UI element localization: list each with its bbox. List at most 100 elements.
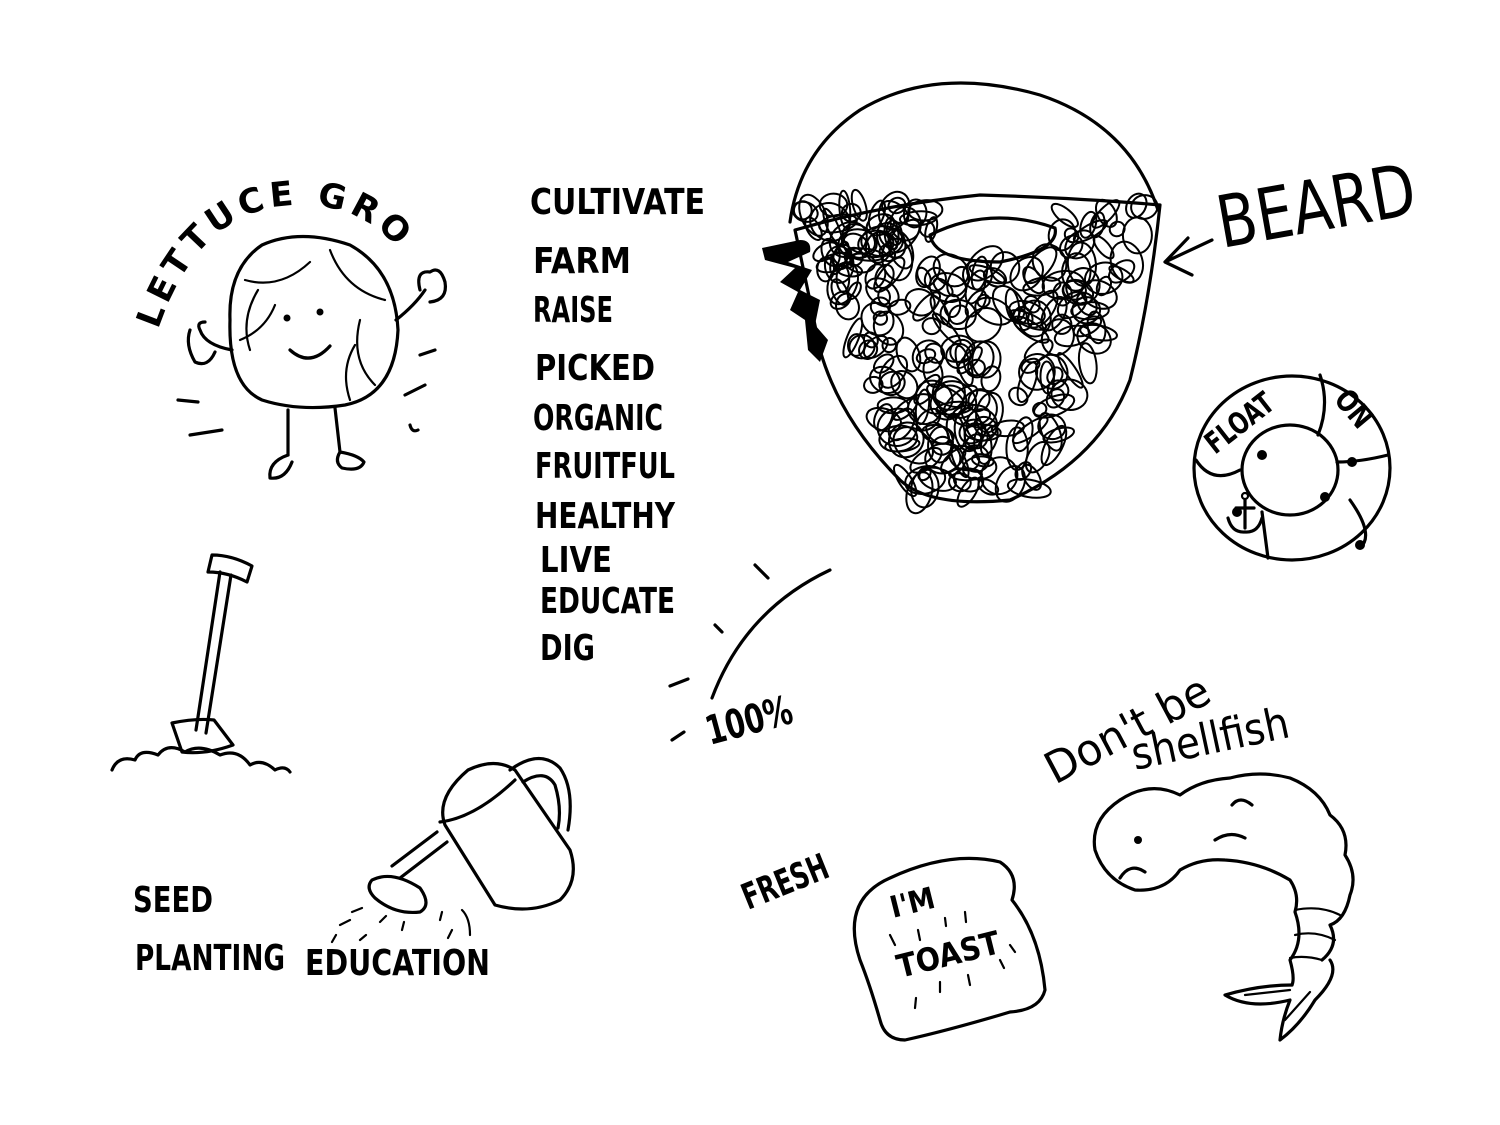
scribble-loop: [1006, 478, 1052, 499]
scribble-loop: [838, 189, 852, 230]
scribble-loop: [973, 426, 993, 465]
scribble-loop: [1121, 216, 1153, 255]
scribble-loop: [830, 278, 850, 306]
scribble-loop: [822, 207, 843, 246]
scribble-loop: [971, 340, 1002, 379]
scribble-loop: [877, 287, 891, 306]
scribble-loop: [918, 219, 936, 238]
scribble-loop: [1077, 342, 1098, 385]
word-list-item: PICKED: [535, 348, 655, 389]
scribble-loop: [961, 259, 994, 291]
scribble-loop: [887, 421, 925, 459]
scribble-loop: [887, 407, 916, 442]
scribble-loop: [958, 418, 987, 445]
scribble-loop: [1037, 413, 1067, 441]
scribble-loop: [967, 388, 991, 413]
scribble-loop: [878, 354, 909, 389]
scribble-loop: [865, 213, 896, 237]
scribble-loop: [991, 284, 1026, 323]
scribble-loop: [809, 202, 851, 242]
scribble-loop: [923, 266, 947, 292]
planting-label: PLANTING: [135, 938, 285, 979]
scribble-loop: [915, 379, 954, 415]
scribble-loop: [1014, 461, 1033, 481]
scribble-loop: [956, 346, 983, 375]
lettuce-grow-caption: LETTUCE GROW: [0, 0, 422, 333]
scribble-loop: [872, 353, 895, 374]
scribble-loop: [915, 348, 937, 365]
scribble-loop: [865, 277, 900, 308]
scribble-loop: [1045, 388, 1066, 409]
scribble-loop: [1040, 295, 1068, 332]
scribble-loop: [942, 384, 979, 419]
scribble-loop: [863, 331, 879, 349]
scribble-loop: [945, 412, 966, 451]
scribble-loop: [857, 229, 895, 259]
scribble-loop: [1040, 318, 1075, 357]
scribble-loop: [1072, 219, 1108, 243]
scribble-loop: [884, 437, 921, 453]
word-list-item: DIG: [540, 628, 595, 669]
garden-text: SEED PLANTING EDUCATION: [133, 880, 490, 984]
scribble-loop: [961, 444, 991, 473]
word-list-item: FARM: [533, 241, 631, 282]
scribble-loop: [921, 317, 942, 336]
scribble-loop: [876, 396, 910, 415]
seed-label: SEED: [133, 880, 213, 921]
scribble-loop: [1008, 386, 1029, 407]
scribble-loop: [893, 463, 918, 498]
scribble-loop: [974, 296, 1013, 326]
scribble-loop: [1050, 202, 1079, 229]
scribble-loop: [842, 317, 864, 359]
fresh-label: FRESH: [736, 847, 835, 919]
scribble-loop: [1008, 299, 1046, 326]
lettuce-character: LETTUCE GROW: [0, 0, 448, 480]
scribble-loop: [1009, 256, 1044, 292]
word-list-item: EDUCATE: [540, 581, 675, 622]
scribble-loop: [1095, 275, 1113, 297]
word-list-item: FRUITFUL: [535, 446, 675, 487]
scribble-loop: [977, 478, 1000, 496]
shrimp: Don't be shellfish: [1036, 665, 1355, 1042]
scribble-loop: [1125, 192, 1148, 219]
float-label: FLOAT: [1198, 385, 1281, 461]
scribble-loop: [1033, 393, 1076, 419]
scribble-loop: [909, 446, 943, 474]
scribble-loop: [911, 339, 945, 374]
scribble-loop: [975, 391, 1004, 434]
scribble-loop: [932, 253, 970, 288]
education-label: EDUCATION: [305, 943, 490, 984]
scribble-loop: [887, 196, 907, 215]
scribble-loop: [964, 423, 1002, 442]
scribble-loop: [881, 237, 914, 282]
scribble-loop: [863, 375, 884, 394]
scribble-loop: [1091, 199, 1121, 229]
scribble-loop: [867, 199, 887, 230]
life-ring: FLOAT ON: [1192, 373, 1392, 562]
scribble-loop: [1034, 353, 1069, 390]
scribble-loop: [1051, 313, 1073, 335]
scribble-loop: [922, 356, 944, 388]
toast-line-2: TOAST: [893, 923, 1004, 985]
scribble-loop: [966, 245, 1005, 282]
scribble-loop: [1062, 279, 1087, 301]
toast-line-1: I'M: [886, 881, 938, 926]
scribble-loop: [1079, 210, 1098, 239]
scribble-loop: [1057, 351, 1084, 389]
toast: FRESH I'M TOAST: [736, 847, 1047, 1042]
scribble-loop: [1046, 366, 1064, 386]
word-list-item: RAISE: [533, 290, 613, 331]
scribble-loop: [964, 269, 987, 305]
scribble-loop: [1059, 234, 1084, 259]
watering-can: [330, 756, 575, 944]
beard-label: BEARD: [1210, 147, 1422, 264]
scribble-loop: [931, 312, 962, 346]
scribble-loop: [890, 370, 919, 400]
scribble-loop: [904, 288, 936, 317]
word-list-item: LIVE: [540, 540, 612, 581]
scribble-loop: [858, 339, 879, 360]
word-list-item: ORGANIC: [533, 398, 663, 439]
scribble-loop: [917, 466, 932, 482]
sun-doodle: 100%: [668, 563, 832, 755]
